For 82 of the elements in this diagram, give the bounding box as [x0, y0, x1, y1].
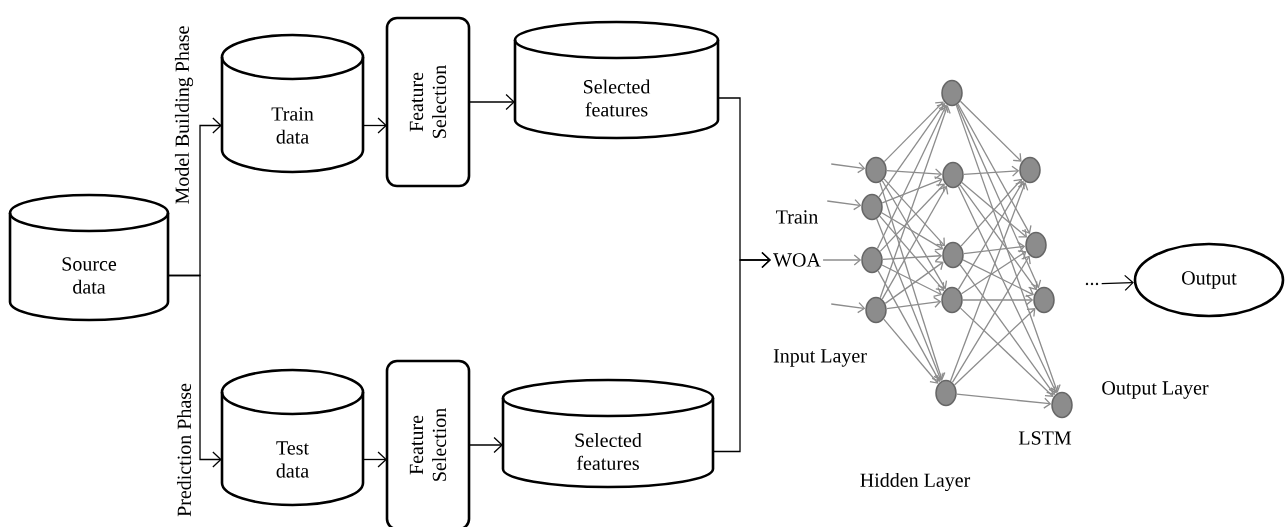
arrow	[881, 264, 943, 297]
arrow	[876, 104, 949, 250]
arrow	[877, 270, 942, 383]
arrow	[884, 261, 944, 304]
neuron-circle	[935, 379, 957, 407]
database-cylinder: Train data	[220, 33, 365, 174]
arrow	[957, 180, 1025, 290]
arrow	[886, 168, 943, 180]
neuron-circle	[941, 286, 963, 314]
arrow	[468, 436, 503, 454]
arrow	[949, 182, 1029, 382]
database-cylinder: Selected features	[501, 378, 715, 489]
arrow	[822, 254, 862, 266]
arrow	[883, 318, 939, 384]
node-label: Selected features	[583, 79, 651, 117]
layer-label: Train	[776, 210, 818, 224]
arrow	[878, 103, 946, 198]
neuron-circle	[1025, 231, 1047, 259]
arrow	[959, 184, 1038, 291]
arrow	[959, 100, 1022, 162]
arrow	[881, 176, 943, 204]
database-cylinder: Source data	[8, 193, 170, 322]
arrow	[883, 101, 944, 163]
node-label: Source data	[62, 257, 117, 294]
layer-label: Input Layer	[773, 349, 867, 367]
arrow	[957, 185, 1059, 394]
arrow	[951, 255, 1031, 384]
node-label: Selected features	[575, 432, 642, 471]
neuron-circle	[942, 241, 964, 269]
arrow	[962, 294, 1034, 306]
arrow	[960, 250, 1027, 295]
arrow	[879, 181, 946, 381]
arrow	[468, 93, 515, 111]
arrow	[362, 451, 387, 468]
arrow	[956, 393, 1052, 409]
arrow	[953, 308, 1036, 386]
arrow	[879, 215, 945, 291]
arrow	[886, 296, 942, 310]
layer-label: Hidden Layer	[860, 472, 971, 492]
arrow	[963, 241, 1026, 255]
arrow	[960, 178, 1022, 247]
arrow	[883, 178, 945, 247]
process-box: Feature Selection	[385, 359, 471, 527]
arrow	[959, 264, 1056, 396]
arrow	[882, 250, 943, 262]
arrow	[959, 307, 1054, 397]
neuron-circle	[865, 296, 887, 324]
edge-label: Model Building Phase	[173, 24, 195, 206]
node-label: Train data	[271, 107, 314, 144]
edge-label: Prediction Phase	[176, 382, 193, 518]
arrow	[826, 199, 862, 211]
arrow	[955, 104, 1061, 393]
neuron-circle	[1019, 156, 1041, 184]
ellipsis-text: ...	[1085, 282, 1099, 286]
process-box: Feature Selection	[385, 16, 471, 188]
arrow	[962, 259, 1034, 298]
arrow	[961, 181, 1028, 238]
neuron-circle	[865, 156, 887, 184]
neuron-circle	[861, 246, 883, 274]
text-label: WOA	[773, 253, 821, 267]
arrow	[879, 183, 945, 253]
arrow	[881, 212, 944, 251]
neuron-circle	[941, 79, 963, 107]
arrow	[362, 117, 387, 134]
arrow	[712, 251, 771, 453]
neuron-circle	[942, 161, 964, 189]
neuron-circle	[1051, 391, 1073, 419]
arrow	[963, 165, 1020, 177]
layer-label: Output Layer	[1102, 381, 1209, 399]
neuron-circle	[861, 193, 883, 221]
arrow	[956, 103, 1042, 289]
arrow	[830, 302, 866, 314]
arrow	[830, 162, 866, 174]
database-cylinder: Test data	[220, 368, 365, 507]
arrow	[876, 218, 944, 382]
node-label: Test data	[276, 441, 309, 478]
arrow	[167, 274, 222, 468]
arrow	[957, 103, 1032, 235]
neuron-circle	[1033, 286, 1055, 314]
arrow	[1101, 274, 1134, 291]
arrow	[879, 105, 951, 299]
database-cylinder: Selected features	[513, 20, 720, 140]
